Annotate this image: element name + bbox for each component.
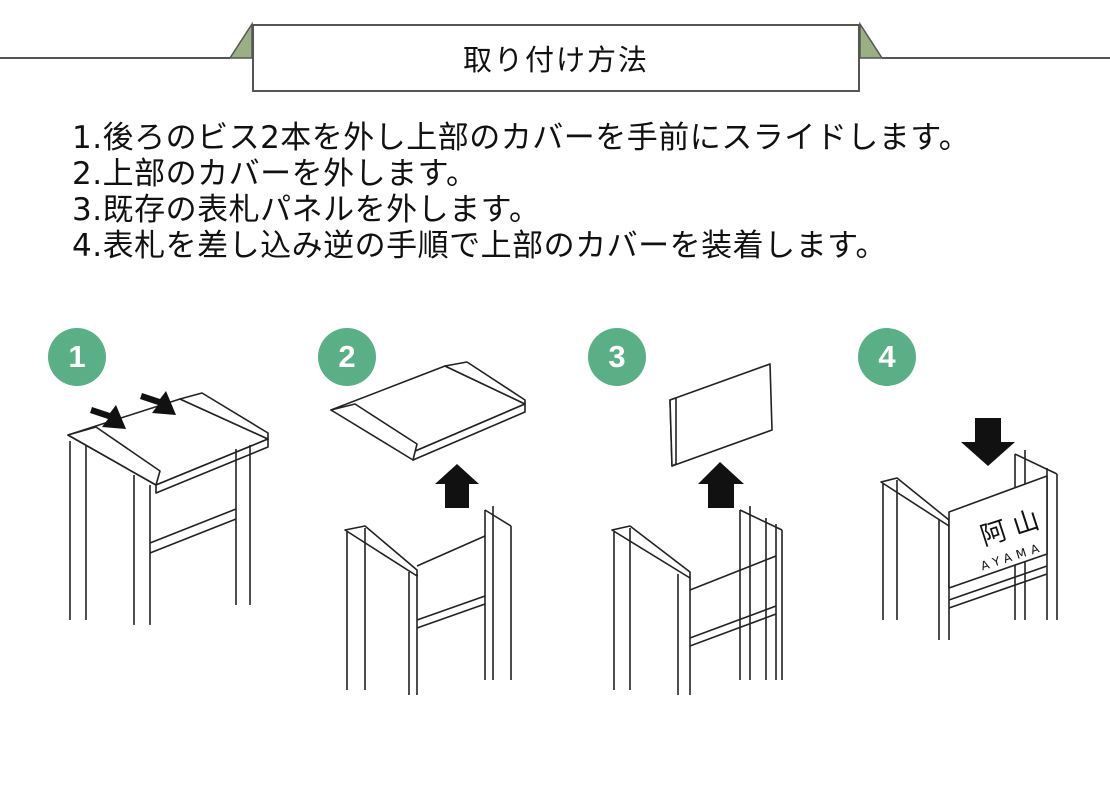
step-badge-4: 4 bbox=[858, 328, 916, 386]
slide-arrows-icon bbox=[90, 391, 176, 429]
lift-arrow-icon bbox=[698, 462, 744, 508]
instruction-step-4: 4.表札を差し込み逆の手順で上部のカバーを装着します。 bbox=[72, 228, 887, 264]
header-ribbon bbox=[0, 21, 1110, 59]
figure-step-3 bbox=[600, 360, 810, 700]
step-badge-3: 3 bbox=[588, 328, 646, 386]
insert-arrow-icon bbox=[961, 418, 1015, 466]
step-badge-1: 1 bbox=[48, 328, 106, 386]
instruction-list: 1.後ろのビス2本を外し上部のカバーを手前にスライドします。 2.上部のカバーを… bbox=[72, 120, 1072, 264]
step-badge-2: 2 bbox=[318, 328, 376, 386]
instruction-step-1: 1.後ろのビス2本を外し上部のカバーを手前にスライドします。 bbox=[72, 120, 971, 156]
page-title: 取り付け方法 bbox=[252, 24, 860, 92]
instruction-step-2: 2.上部のカバーを外します。 bbox=[72, 156, 478, 192]
lift-arrow-icon bbox=[435, 464, 479, 508]
figure-step-2 bbox=[325, 360, 540, 700]
instruction-step-3: 3.既存の表札パネルを外します。 bbox=[72, 192, 541, 228]
figure-step-4: 阿山 AYAMA bbox=[875, 410, 1075, 650]
figure-step-1 bbox=[60, 385, 280, 635]
